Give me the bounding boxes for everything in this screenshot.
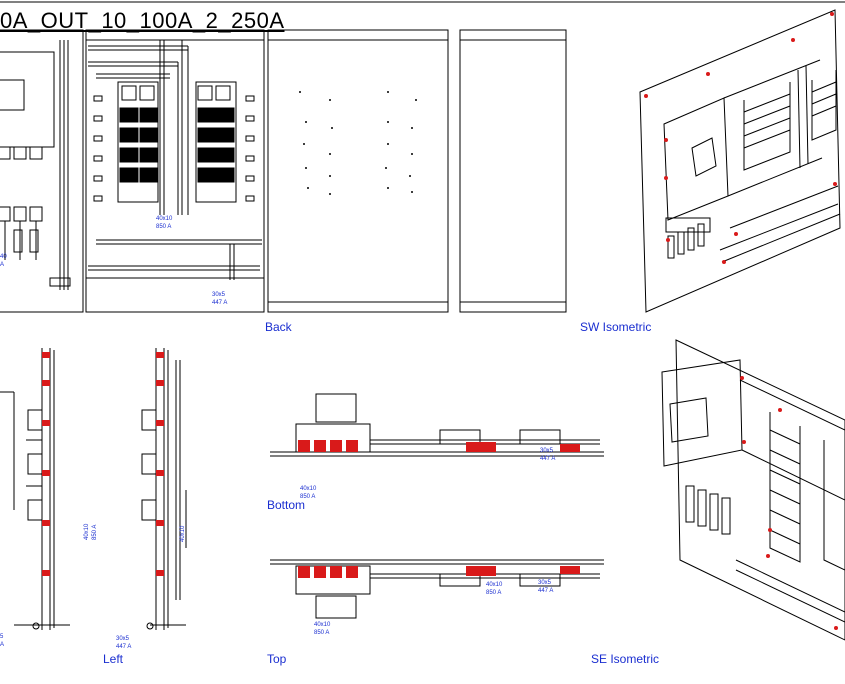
ann-busbar-small-rating: 447 A: [212, 300, 227, 306]
ann-top-mid-rating: 850 A: [486, 590, 501, 596]
back-elevation-panel: [267, 29, 567, 313]
front-elevation-panel: [0, 29, 265, 313]
ann-top-mid-size: 40x10: [486, 582, 503, 588]
ann-left-small-rating: 447 A: [116, 644, 131, 650]
ann-bottom-busbar-rating: 850 A: [300, 494, 315, 500]
bottom-view: [270, 393, 604, 457]
ann-top-small-rating: 447 A: [538, 588, 553, 594]
ann-clip-left-rating: A: [0, 262, 4, 268]
ann-top-busbar-size: 40x10: [314, 622, 331, 628]
view-label-sw-isometric: SW Isometric: [580, 320, 652, 334]
ann-left-vertical-rating: 850 A: [92, 525, 98, 540]
ann-clip-left-size: 40: [0, 254, 7, 260]
ann-side-vertical-size: 40x10: [180, 525, 186, 542]
ann-busbar-main-size: 40x10: [156, 216, 173, 222]
view-label-se-isometric: SE Isometric: [591, 652, 660, 666]
ann-left-vertical-size: 40x10: [84, 523, 90, 540]
se-isometric-view: [661, 339, 845, 641]
ann-bottom-small-size: 30x5: [540, 448, 554, 454]
drawing-title: 0A_OUT_10_100A_2_250A: [0, 8, 285, 33]
ann-busbar-small-size: 30x5: [212, 292, 226, 298]
view-label-left: Left: [103, 652, 124, 666]
ann-top-small-size: 30x5: [538, 580, 552, 586]
ann-busbar-main-rating: 850 A: [156, 224, 171, 230]
ann-clip-bottom-left-size: 5: [0, 634, 4, 640]
sw-isometric-view: [639, 9, 841, 313]
ann-top-busbar-rating: 850 A: [314, 630, 329, 636]
left-side-view: [0, 348, 187, 630]
ann-clip-bottom-left-rating: A: [0, 642, 4, 648]
view-label-bottom: Bottom: [267, 498, 306, 512]
ann-left-small-size: 30x5: [116, 636, 130, 642]
ann-bottom-busbar-size: 40x10: [300, 486, 317, 492]
view-label-top: Top: [267, 652, 287, 666]
top-view: [270, 559, 604, 619]
ann-bottom-small-rating: 447 A: [540, 456, 555, 462]
dimension-annotations: 40x10 850 A 30x5 447 A 40 A 40x10 850 A …: [0, 216, 555, 650]
view-label-back: Back: [265, 320, 292, 334]
